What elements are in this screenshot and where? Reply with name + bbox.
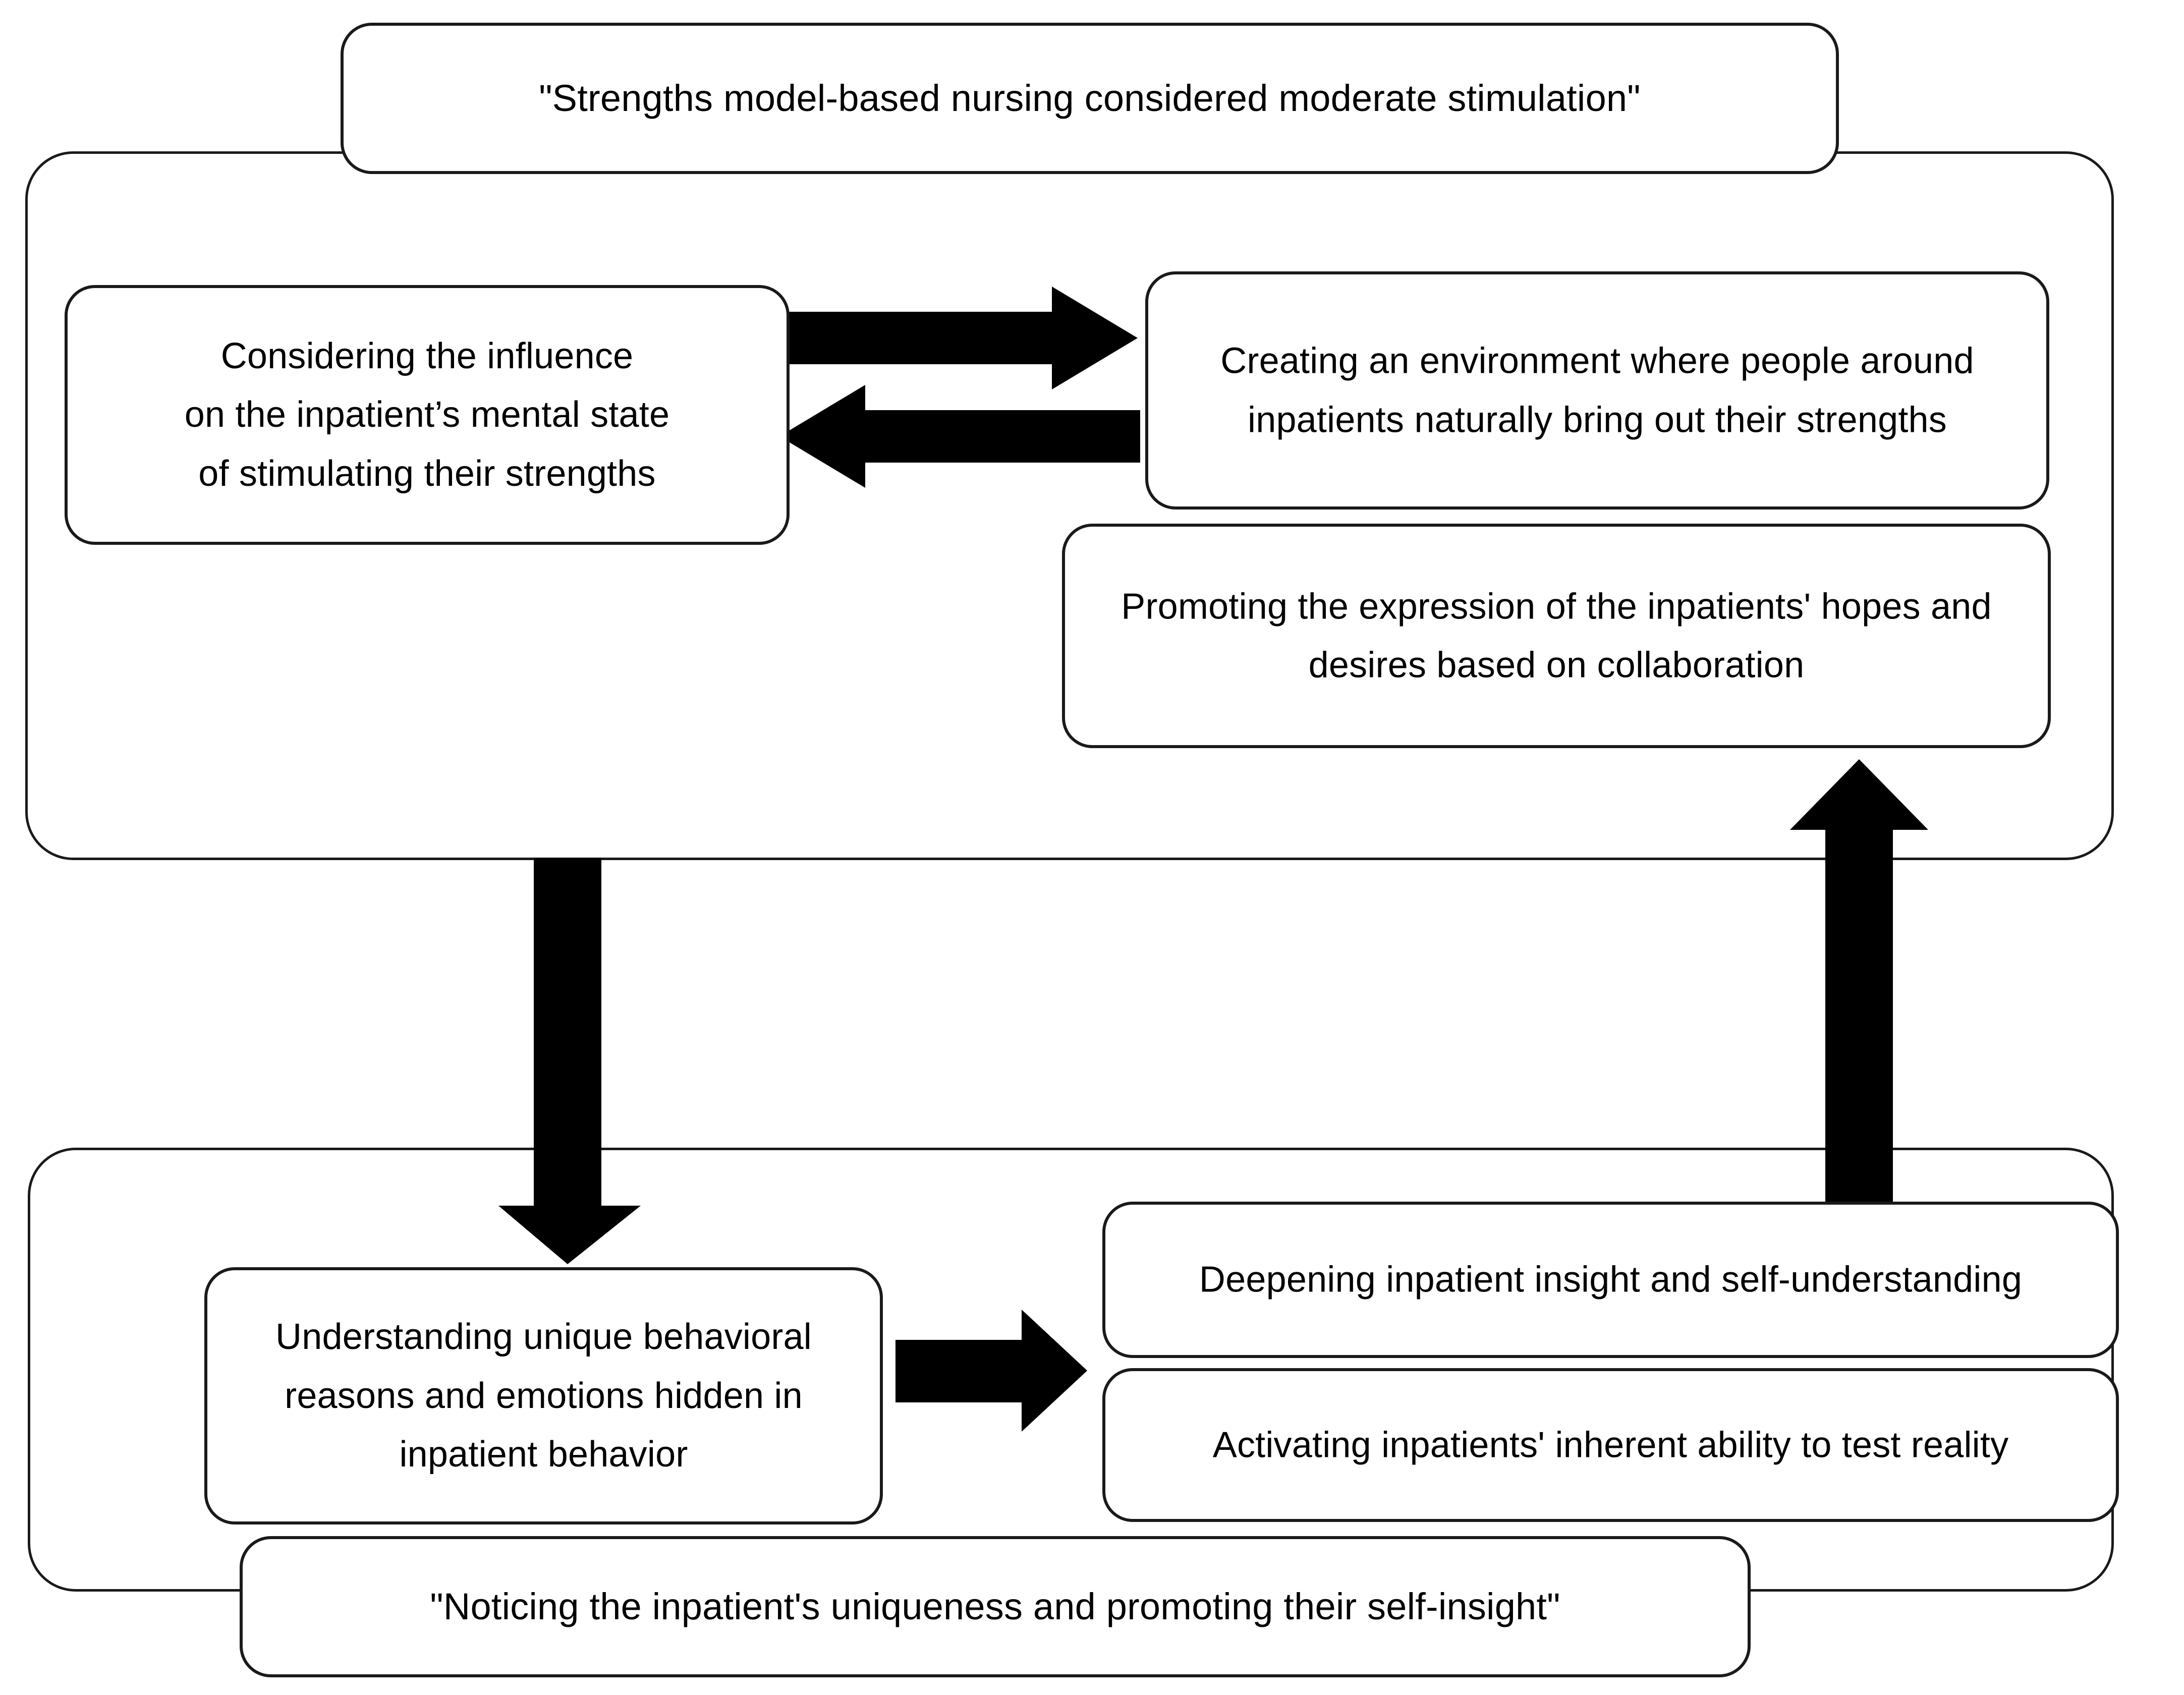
bottom-section-caption-box: "Noticing the inpatient's uniqueness and… [240, 1536, 1751, 1677]
node-deepening-insight: Deepening inpatient insight and self-und… [1102, 1202, 2119, 1358]
node-creating-environment: Creating an environment where people aro… [1145, 271, 2049, 510]
arrow-understanding-to-outcomes [895, 1307, 1090, 1435]
node-activating-reality-testing: Activating inpatients' inherent ability … [1102, 1368, 2119, 1522]
top-section-caption-text: "Strengths model-based nursing considere… [539, 77, 1641, 120]
arrow-influence-to-environment [777, 282, 1140, 393]
node-considering-influence: Considering the influence on the inpatie… [65, 285, 790, 545]
node-promoting-expression: Promoting the expression of the inpatien… [1062, 524, 2051, 748]
bottom-section-caption-text: "Noticing the inpatient's uniqueness and… [430, 1586, 1560, 1628]
arrow-environment-to-influence [777, 381, 1140, 492]
node-activating-reality-testing-text: Activating inpatients' inherent ability … [1212, 1425, 2009, 1465]
arrow-top-to-bottom [494, 858, 646, 1266]
node-understanding-behavior: Understanding unique behavioral reasons … [204, 1267, 883, 1524]
node-understanding-behavior-text: Understanding unique behavioral reasons … [275, 1317, 812, 1475]
node-deepening-insight-text: Deepening inpatient insight and self-und… [1199, 1259, 2023, 1300]
node-promoting-expression-text: Promoting the expression of the inpatien… [1121, 586, 1992, 686]
arrow-bottom-to-top [1786, 759, 1932, 1213]
top-section-caption-box: "Strengths model-based nursing considere… [341, 23, 1839, 174]
node-creating-environment-text: Creating an environment where people aro… [1220, 341, 1974, 440]
node-considering-influence-text: Considering the influence on the inpatie… [184, 335, 670, 494]
